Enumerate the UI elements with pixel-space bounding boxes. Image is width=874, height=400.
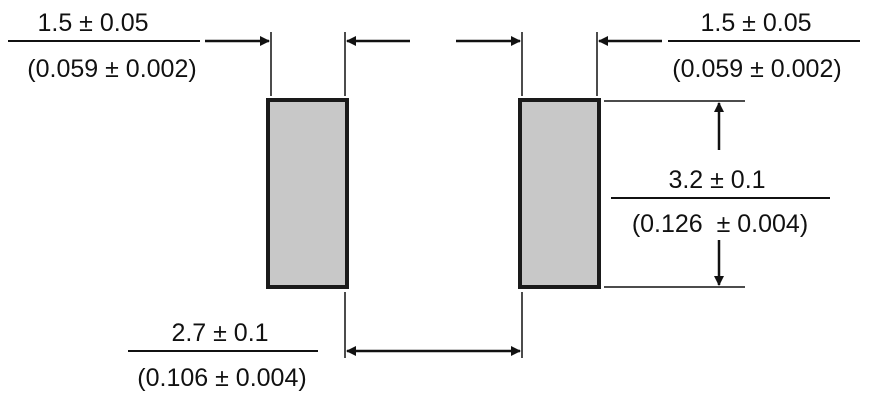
left-pad — [266, 98, 349, 289]
top-extension-lines — [270, 32, 598, 96]
right-width-metric-label: 1.5 ± 0.05 — [700, 9, 811, 37]
left-pad-width-dimension: 1.5 ± 0.05 (0.059 ± 0.002) — [8, 9, 410, 83]
height-metric-label: 3.2 ± 0.1 — [668, 166, 765, 194]
right-pad — [518, 98, 601, 289]
pad-gap-dimension: 2.7 ± 0.1 (0.106 ± 0.004) — [128, 292, 523, 392]
pad-height-dimension: 3.2 ± 0.1 (0.126 ± 0.004) — [604, 100, 830, 288]
right-width-imperial-label: (0.059 ± 0.002) — [672, 55, 841, 83]
gap-metric-label: 2.7 ± 0.1 — [171, 319, 268, 347]
right-pad-width-dimension: 1.5 ± 0.05 (0.059 ± 0.002) — [456, 9, 860, 83]
left-width-imperial-label: (0.059 ± 0.002) — [27, 55, 196, 83]
height-imperial-label: (0.126 ± 0.004) — [632, 210, 808, 238]
gap-imperial-label: (0.106 ± 0.004) — [137, 364, 306, 392]
left-width-metric-label: 1.5 ± 0.05 — [37, 9, 148, 37]
